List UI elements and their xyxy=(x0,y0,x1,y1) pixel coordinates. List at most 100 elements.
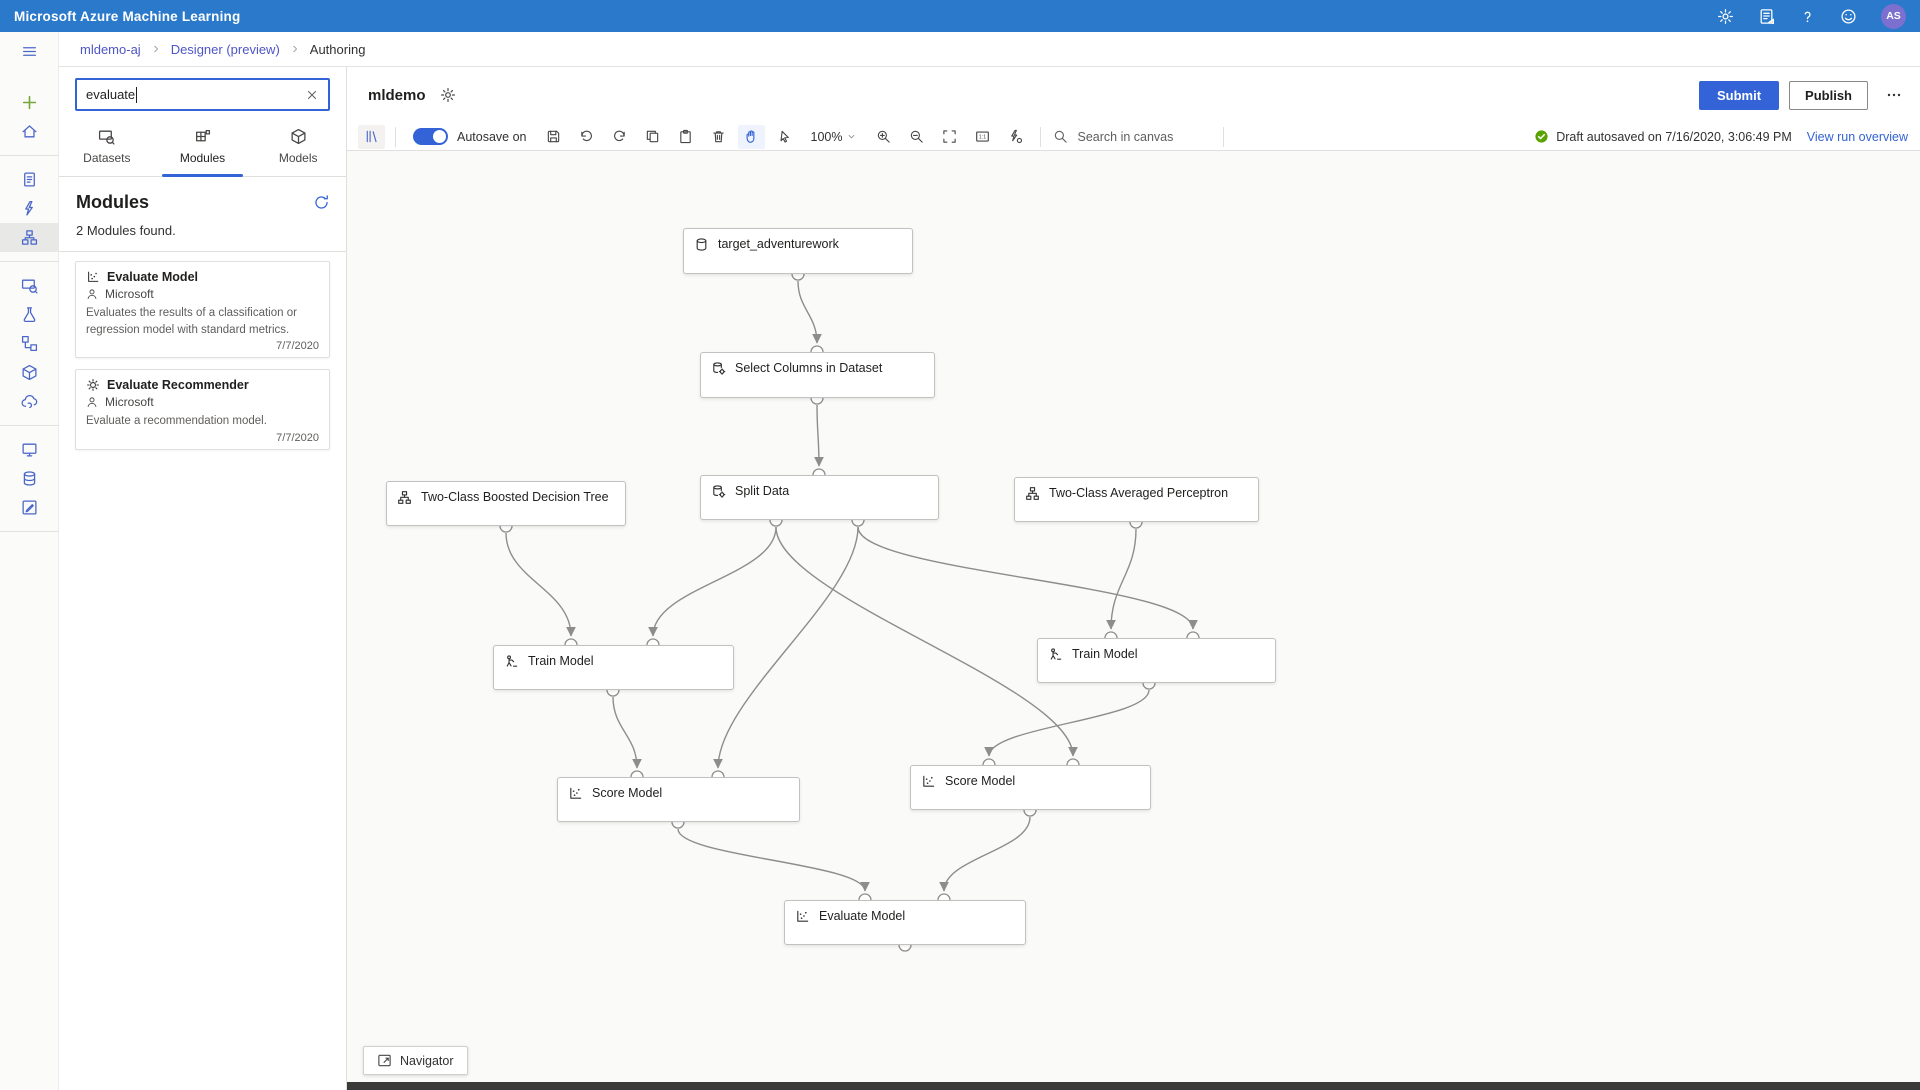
edge-trainR.o0-to-scoreR.i0[interactable] xyxy=(984,689,1150,757)
edge-split.o0-to-trainL.i1[interactable] xyxy=(648,526,777,637)
save-button[interactable] xyxy=(540,125,567,149)
sidebar-item-experiments[interactable] xyxy=(0,300,59,329)
more-options-icon[interactable] xyxy=(1886,87,1902,103)
edge-boosted.o0-to-trainL.i0[interactable] xyxy=(505,532,576,637)
gear-icon[interactable] xyxy=(1717,8,1734,25)
pan-tool-button[interactable] xyxy=(737,124,765,149)
navigator-button[interactable]: Navigator xyxy=(363,1046,468,1075)
refresh-icon[interactable] xyxy=(313,194,330,211)
edge-split.o0-to-scoreR.i1[interactable] xyxy=(775,526,1078,757)
node-label: Train Model xyxy=(1072,647,1138,661)
view-run-overview-link[interactable]: View run overview xyxy=(1806,129,1908,144)
node-scoreL[interactable]: Score Model xyxy=(557,777,800,822)
sidebar-item-pipelines[interactable] xyxy=(0,329,59,358)
zoom-to-fit-button[interactable] xyxy=(936,125,963,149)
select-tool-button[interactable] xyxy=(771,125,798,149)
sidebar-item-models[interactable] xyxy=(0,358,59,387)
node-evaluate[interactable]: Evaluate Model xyxy=(784,900,1026,945)
compute-icon xyxy=(21,441,38,458)
module-search-input[interactable]: evaluate xyxy=(75,78,330,111)
feedback-icon[interactable] xyxy=(1758,8,1775,25)
edge-scoreR.o0-to-evaluate.i1[interactable] xyxy=(939,816,1031,892)
avatar[interactable]: AS xyxy=(1881,3,1906,29)
sidebar-item-automated-ml[interactable] xyxy=(0,194,59,223)
redo-button[interactable] xyxy=(606,125,633,149)
save-icon xyxy=(546,129,561,144)
sidebar-item-designer[interactable] xyxy=(0,223,59,252)
node-label: Score Model xyxy=(592,786,663,800)
navigator-label: Navigator xyxy=(400,1053,454,1068)
edge-split.o1-to-trainR.i1[interactable] xyxy=(857,526,1198,630)
module-date: 7/7/2020 xyxy=(276,340,319,353)
sidebar-item-endpoints[interactable] xyxy=(0,387,59,416)
db-icon xyxy=(694,237,709,252)
zoom-level-dropdown[interactable]: 100% xyxy=(811,130,858,144)
sidebar-item-compute[interactable] xyxy=(0,435,59,464)
sidebar-item-home[interactable] xyxy=(0,117,59,146)
plus-icon xyxy=(21,94,38,111)
navigator-icon xyxy=(377,1053,392,1068)
tab-modules[interactable]: Modules xyxy=(155,119,251,177)
edge-trainL.o0-to-scoreL.i0[interactable] xyxy=(612,696,642,769)
publish-button[interactable]: Publish xyxy=(1789,80,1868,110)
palette-heading: Modules xyxy=(76,192,150,212)
delete-button[interactable] xyxy=(705,125,732,149)
undo-button[interactable] xyxy=(573,125,600,149)
actual-size-button[interactable]: 1:1 xyxy=(969,125,996,149)
auto-layout-button[interactable] xyxy=(1002,125,1029,149)
sidebar-item-datastores[interactable] xyxy=(0,464,59,493)
train-icon xyxy=(504,654,519,669)
canvas-bottom-edge xyxy=(347,1082,1920,1090)
zoom-out-button[interactable] xyxy=(903,125,930,149)
node-selcol[interactable]: Select Columns in Dataset xyxy=(700,352,935,398)
clear-search-icon[interactable] xyxy=(305,88,319,102)
canvas-search-input[interactable]: Search in canvas xyxy=(1053,129,1211,144)
person-icon xyxy=(86,288,98,300)
submit-button[interactable]: Submit xyxy=(1698,80,1780,110)
dataset-icon xyxy=(21,277,38,294)
sidebar-item-notebooks[interactable] xyxy=(0,165,59,194)
node-scoreR[interactable]: Score Model xyxy=(910,765,1151,810)
sidebar-item-new[interactable] xyxy=(0,88,59,117)
edge-perceptron.o0-to-trainR.i0[interactable] xyxy=(1106,528,1137,630)
node-trainR[interactable]: Train Model xyxy=(1037,638,1276,683)
datastore-icon xyxy=(21,470,38,487)
edge-scoreL.o0-to-evaluate.i0[interactable] xyxy=(677,828,870,892)
breadcrumb-item[interactable]: mldemo-aj xyxy=(80,41,141,57)
help-icon[interactable] xyxy=(1799,8,1816,25)
pipeline-settings-gear-icon[interactable] xyxy=(440,87,456,103)
sidebar-item-menu[interactable] xyxy=(0,37,59,66)
edge-target.o0-to-selcol.i0[interactable] xyxy=(797,280,822,344)
edge-split.o1-to-scoreL.i1[interactable] xyxy=(713,526,859,769)
tab-models[interactable]: Models xyxy=(250,119,346,176)
node-target[interactable]: target_adventurework xyxy=(683,228,913,274)
edge-selcol.o0-to-split.i0[interactable] xyxy=(814,404,824,467)
paste-button[interactable] xyxy=(672,125,699,149)
toggle-palette-icon[interactable] xyxy=(358,124,385,149)
sidebar-item-data-labeling[interactable] xyxy=(0,493,59,522)
divider xyxy=(0,531,59,532)
node-trainL[interactable]: Train Model xyxy=(493,645,734,690)
scatter-icon xyxy=(921,774,936,789)
sidebar-item-datasets[interactable] xyxy=(0,271,59,300)
dataset-icon xyxy=(98,128,115,145)
smiley-icon[interactable] xyxy=(1840,8,1857,25)
breadcrumb-item[interactable]: Designer (preview) xyxy=(170,41,280,57)
zoom-in-button[interactable] xyxy=(870,125,897,149)
cube-icon xyxy=(21,364,38,381)
node-boosted[interactable]: Two-Class Boosted Decision Tree xyxy=(386,481,626,526)
undo-icon xyxy=(579,129,594,144)
zoom-out-icon xyxy=(909,129,924,144)
scatter-icon xyxy=(795,909,810,924)
node-split[interactable]: Split Data xyxy=(700,475,939,520)
home-icon xyxy=(21,123,38,140)
autosave-toggle[interactable] xyxy=(413,128,448,145)
tab-datasets[interactable]: Datasets xyxy=(59,119,155,176)
zoom-in-icon xyxy=(876,129,891,144)
cube-icon xyxy=(290,128,307,145)
node-perceptron[interactable]: Two-Class Averaged Perceptron xyxy=(1014,477,1259,522)
copy-button[interactable] xyxy=(639,125,666,149)
